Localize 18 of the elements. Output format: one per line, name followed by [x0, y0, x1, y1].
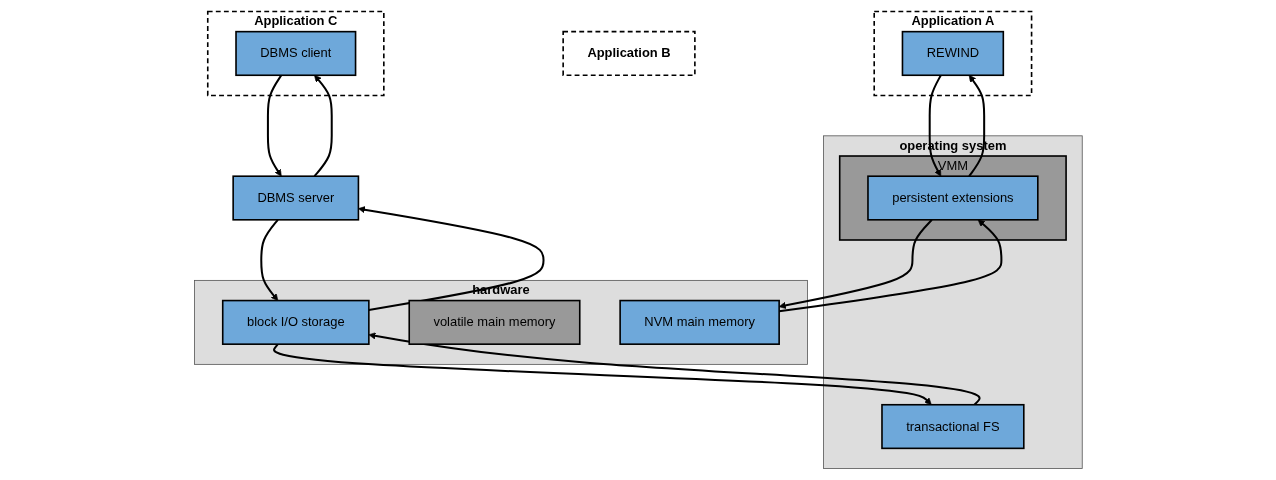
arrow	[928, 74, 942, 177]
arrow	[266, 74, 282, 177]
arrow	[368, 332, 980, 406]
node-box: block I/O storage	[221, 299, 370, 345]
node-box: persistent extensions	[866, 175, 1039, 221]
arrow	[778, 219, 1003, 313]
arrow	[259, 219, 279, 301]
node-box: DBMS client	[234, 30, 357, 77]
node-box: Application B	[562, 30, 696, 77]
arrow	[778, 219, 933, 309]
arrow	[967, 74, 985, 177]
node-box: NVM main memory	[619, 299, 780, 345]
node-box: REWIND	[901, 30, 1004, 77]
node-box: volatile main memory	[408, 299, 581, 345]
node-box: transactional FS	[880, 403, 1025, 450]
node-box: DBMS server	[232, 175, 359, 221]
arrow	[272, 343, 932, 406]
arrow	[313, 74, 333, 177]
